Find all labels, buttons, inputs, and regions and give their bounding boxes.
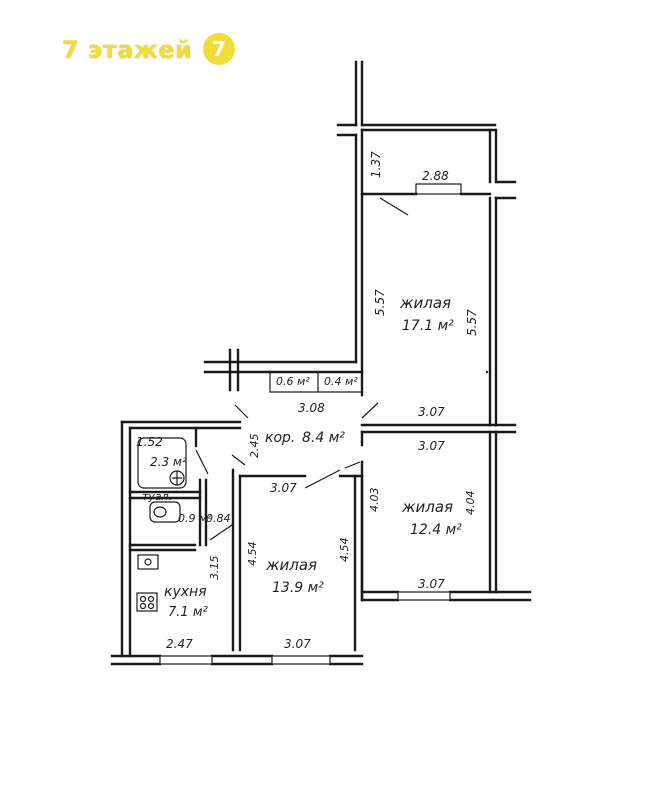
room-living-center-name: жилая <box>265 556 317 574</box>
room-toilet-name: туал. <box>142 490 172 503</box>
room-labels: жилая 17.1 м² жилая 12.4 м² жилая 13.9 м… <box>142 294 462 620</box>
room-corridor-name: кор. <box>265 430 295 446</box>
dim-center-room-top: 3.07 <box>270 481 297 495</box>
room-living-right-area: 12.4 м² <box>410 522 462 538</box>
dim-corridor-left: 2.45 <box>248 434 261 459</box>
dim-kitchen-side: 3.15 <box>208 556 221 581</box>
room-closet1-area: 0.6 м² <box>276 375 310 388</box>
dim-kitchen-bottom: 2.47 <box>166 637 193 651</box>
dim-toilet-width: 0.84 <box>206 512 231 525</box>
room-living-right-name: жилая <box>401 498 453 516</box>
dim-right-room-left: 4.03 <box>368 488 381 513</box>
svg-text:7: 7 <box>212 37 226 61</box>
dim-closets-width: 3.08 <box>298 401 325 415</box>
room-kitchen-area: 7.1 м² <box>168 605 208 620</box>
dim-right-room-bottom: 3.07 <box>418 577 445 591</box>
room-bath-area: 2.3 м² <box>150 455 187 469</box>
sink-icon <box>137 554 159 570</box>
dimension-labels: 1.37 2.88 5.57 5.57 3.08 3.07 3.07 2.45 … <box>136 151 479 651</box>
dim-right-room-right: 4.04 <box>464 491 477 516</box>
dim-center-room-right: 4.54 <box>338 538 351 563</box>
dim-center-room-bottom: 3.07 <box>284 637 311 651</box>
dim-balcony-width: 2.88 <box>422 169 449 183</box>
dim-balcony-depth: 1.37 <box>369 151 383 178</box>
toilet-icon <box>149 501 181 523</box>
logo-text: 7 этажей <box>62 36 193 64</box>
room-toilet-area: 0.9 м² <box>178 512 212 525</box>
bathtub-icon <box>137 437 187 489</box>
room-kitchen-name: кухня <box>164 584 207 600</box>
dim-top-room-left: 5.57 <box>373 289 387 316</box>
dim-corridor-right-upper: 3.07 <box>418 405 445 419</box>
logo: 7 этажей 7 <box>62 33 235 65</box>
room-living-top-name: жилая <box>399 294 451 312</box>
room-living-top-area: 17.1 м² <box>402 318 454 334</box>
room-corridor-area: 8.4 м² <box>302 430 345 446</box>
stove-icon <box>136 592 158 612</box>
floor-badge-icon: 7 <box>203 33 235 65</box>
dim-corridor-right-lower: 3.07 <box>418 439 445 453</box>
room-living-center-area: 13.9 м² <box>272 580 324 596</box>
plan-dot <box>485 370 489 374</box>
dim-top-room-right: 5.57 <box>465 309 479 336</box>
dim-center-room-left: 4.54 <box>246 542 259 567</box>
dim-bath-size: 1.52 <box>136 435 163 449</box>
room-closet2-area: 0.4 м² <box>324 375 358 388</box>
walls <box>110 60 532 666</box>
